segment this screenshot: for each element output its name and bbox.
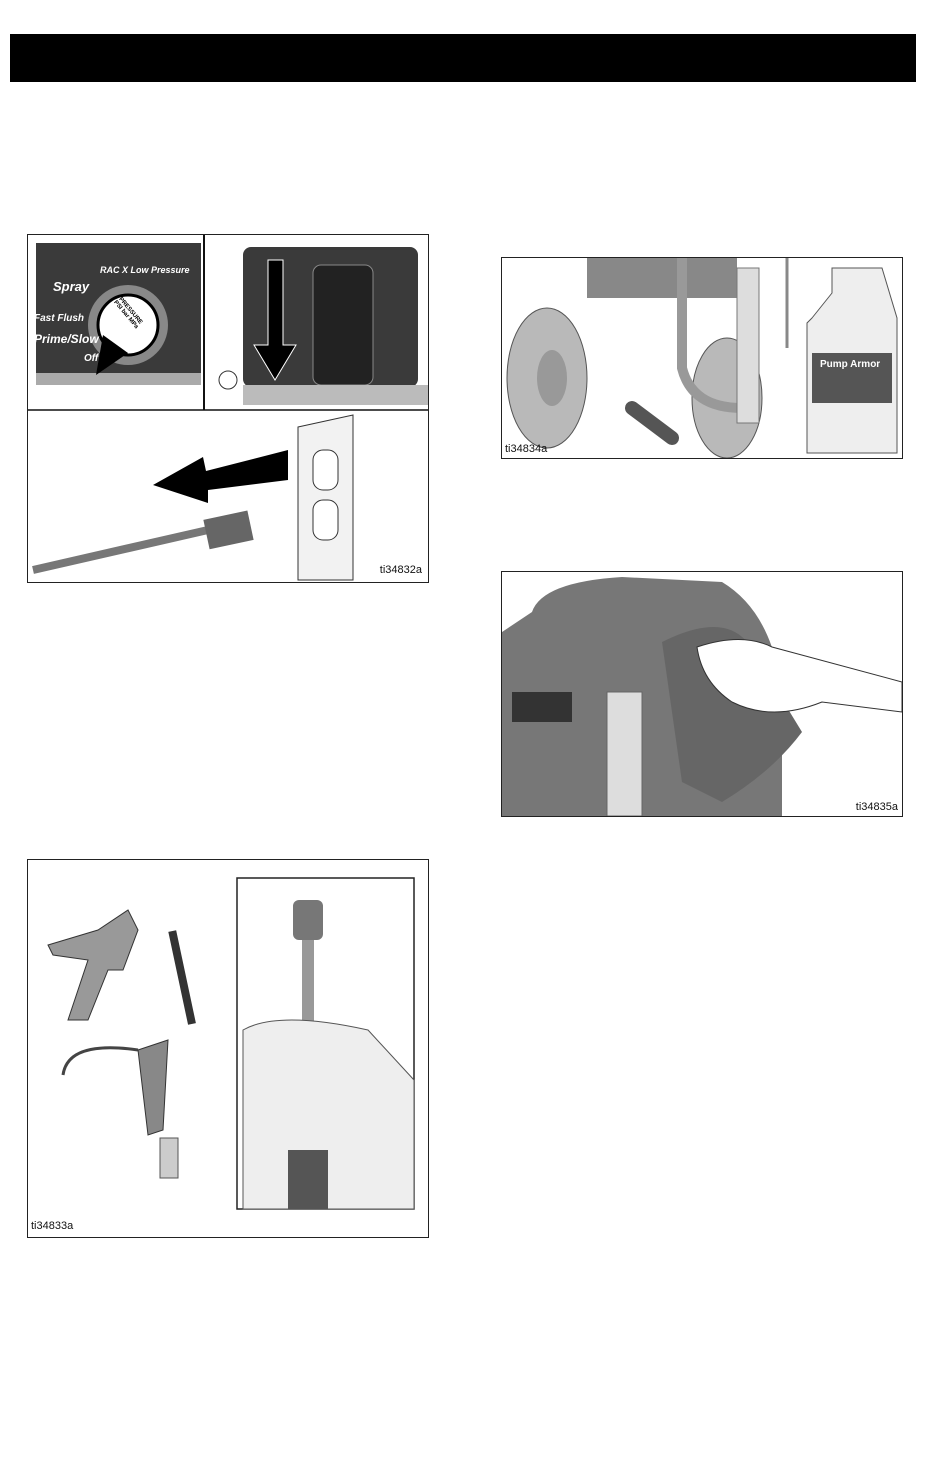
- wipe-sprayer-illustration: [502, 577, 902, 816]
- dial-label-off: Off: [84, 353, 99, 364]
- figure-id: ti34833a: [31, 1220, 74, 1232]
- wheels-pump-armor-illustration: [506, 258, 898, 458]
- figure-wipe-sprayer: ti34835a: [501, 571, 903, 817]
- figure-id: ti34834a: [505, 443, 548, 455]
- dial-label-prime-slow: Prime/Slow: [34, 332, 99, 346]
- product-label: Pump Armor: [820, 359, 881, 370]
- section-header-bar: [10, 34, 916, 82]
- dial-label-spray: Spray: [53, 279, 90, 294]
- figure-pump-armor: Pump Armor ti34834a: [501, 257, 903, 459]
- figure-id: ti34835a: [855, 801, 898, 813]
- figure-id: ti34832a: [379, 564, 422, 576]
- figure-turn-off-unplug: Spray RAC X Low Pressure Fast Flush Prim…: [27, 234, 429, 583]
- unplug-illustration: [28, 235, 428, 581]
- dial-label-fast-flush: Fast Flush: [34, 313, 85, 324]
- dial-label-brand: RAC X Low Pressure: [100, 265, 190, 275]
- gun-disassembly-illustration: [47, 877, 415, 1210]
- figure-gun-filter-inlet: ti34833a: [27, 859, 429, 1238]
